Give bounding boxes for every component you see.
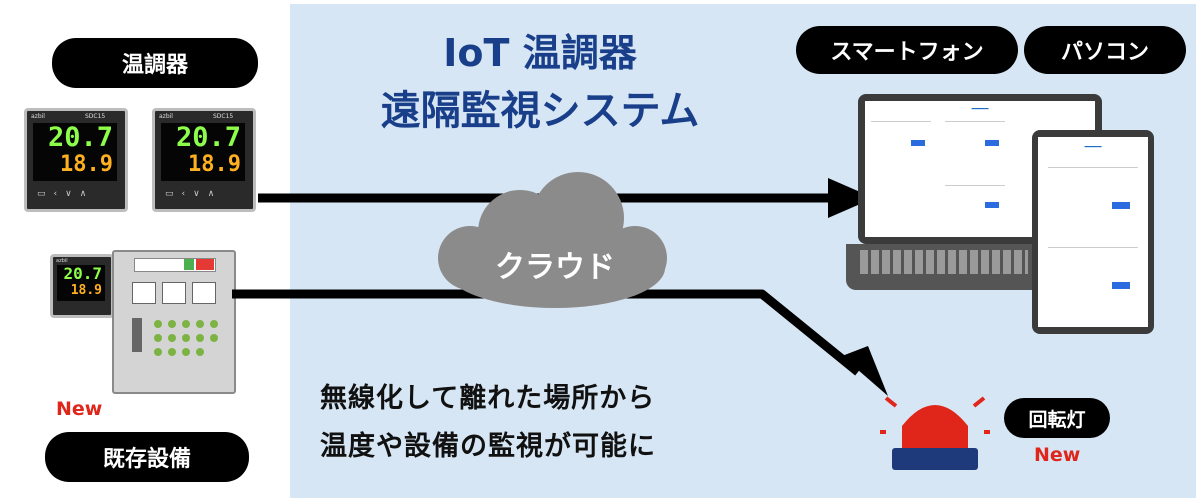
smartphone: ━━━━ bbox=[1032, 130, 1154, 334]
pv-value: 20.7 bbox=[63, 264, 102, 283]
caption-line-2: 温度や設備の監視が可能に bbox=[320, 431, 656, 462]
controller-model: SDC15 bbox=[85, 113, 106, 120]
title-line-2: 遠隔監視システム bbox=[380, 88, 700, 134]
existing-equipment-label: 既存設備 bbox=[45, 432, 249, 482]
temperature-controller-2: azbil SDC15 20.7 18.9 ▭‹∨∧ bbox=[152, 108, 256, 212]
cabinet-buttons bbox=[132, 318, 218, 356]
controller-display: 20.7 18.9 bbox=[57, 265, 105, 301]
arrow-line-to-alarm bbox=[232, 289, 861, 376]
cloud-shape bbox=[438, 172, 667, 308]
arrow-head-to-devices bbox=[828, 178, 874, 218]
screen-header: ━━━━ bbox=[1084, 143, 1102, 151]
controller-brand: azbil bbox=[159, 113, 173, 120]
title-line-1: IoT 温調器 bbox=[443, 31, 637, 75]
sv-value: 18.9 bbox=[70, 283, 102, 298]
pc-label: パソコン bbox=[1024, 26, 1186, 74]
controller-keys: ▭‹∨∧ bbox=[37, 189, 95, 199]
new-tag-alarm: New bbox=[1034, 444, 1081, 466]
smartphone-screen: ━━━━ bbox=[1038, 137, 1148, 327]
controller-brand: azbil bbox=[31, 113, 45, 120]
pv-value: 20.7 bbox=[175, 122, 241, 153]
laptop-keyboard bbox=[846, 244, 1042, 290]
red-lamp bbox=[196, 259, 214, 270]
new-tag-existing: New bbox=[56, 398, 103, 420]
cloud-label: クラウド bbox=[495, 250, 615, 285]
screen-card-1 bbox=[1048, 167, 1138, 228]
cabinet-meter-1 bbox=[132, 282, 156, 304]
arrow-head-to-alarm bbox=[842, 346, 888, 396]
controller-model: SDC15 bbox=[213, 113, 234, 120]
cabinet-meter-3 bbox=[192, 282, 216, 304]
controller-brand: azbil bbox=[56, 258, 68, 264]
keyboard-keys bbox=[860, 250, 1028, 274]
screen-header: ━━━━ bbox=[971, 105, 989, 113]
sv-value: 18.9 bbox=[60, 152, 113, 177]
screen-card-2 bbox=[945, 121, 1005, 172]
screen-card-1 bbox=[871, 121, 931, 172]
green-lamp bbox=[184, 259, 194, 270]
temperature-controller-3: azbil 20.7 18.9 bbox=[50, 254, 114, 318]
controller-display: 20.7 18.9 bbox=[33, 123, 117, 181]
controller-display: 20.7 18.9 bbox=[161, 123, 245, 181]
pv-value: 20.7 bbox=[47, 122, 113, 153]
revolving-light-icon bbox=[880, 396, 990, 470]
screen-card-2 bbox=[1048, 247, 1138, 308]
cabinet-meter-2 bbox=[162, 282, 186, 304]
cabinet-indicator-strip bbox=[134, 258, 216, 272]
smartphone-label: スマートフォン bbox=[796, 26, 1018, 74]
controller-keys: ▭‹∨∧ bbox=[165, 189, 223, 199]
control-cabinet bbox=[112, 250, 236, 394]
temperature-controller-1: azbil SDC15 20.7 18.9 ▭‹∨∧ bbox=[24, 108, 128, 212]
alarm-label: 回転灯 bbox=[1004, 398, 1110, 438]
caption-line-1: 無線化して離れた場所から bbox=[320, 383, 656, 414]
screen-card-3 bbox=[945, 185, 1005, 226]
controller-label: 温調器 bbox=[52, 38, 258, 88]
sv-value: 18.9 bbox=[188, 152, 241, 177]
